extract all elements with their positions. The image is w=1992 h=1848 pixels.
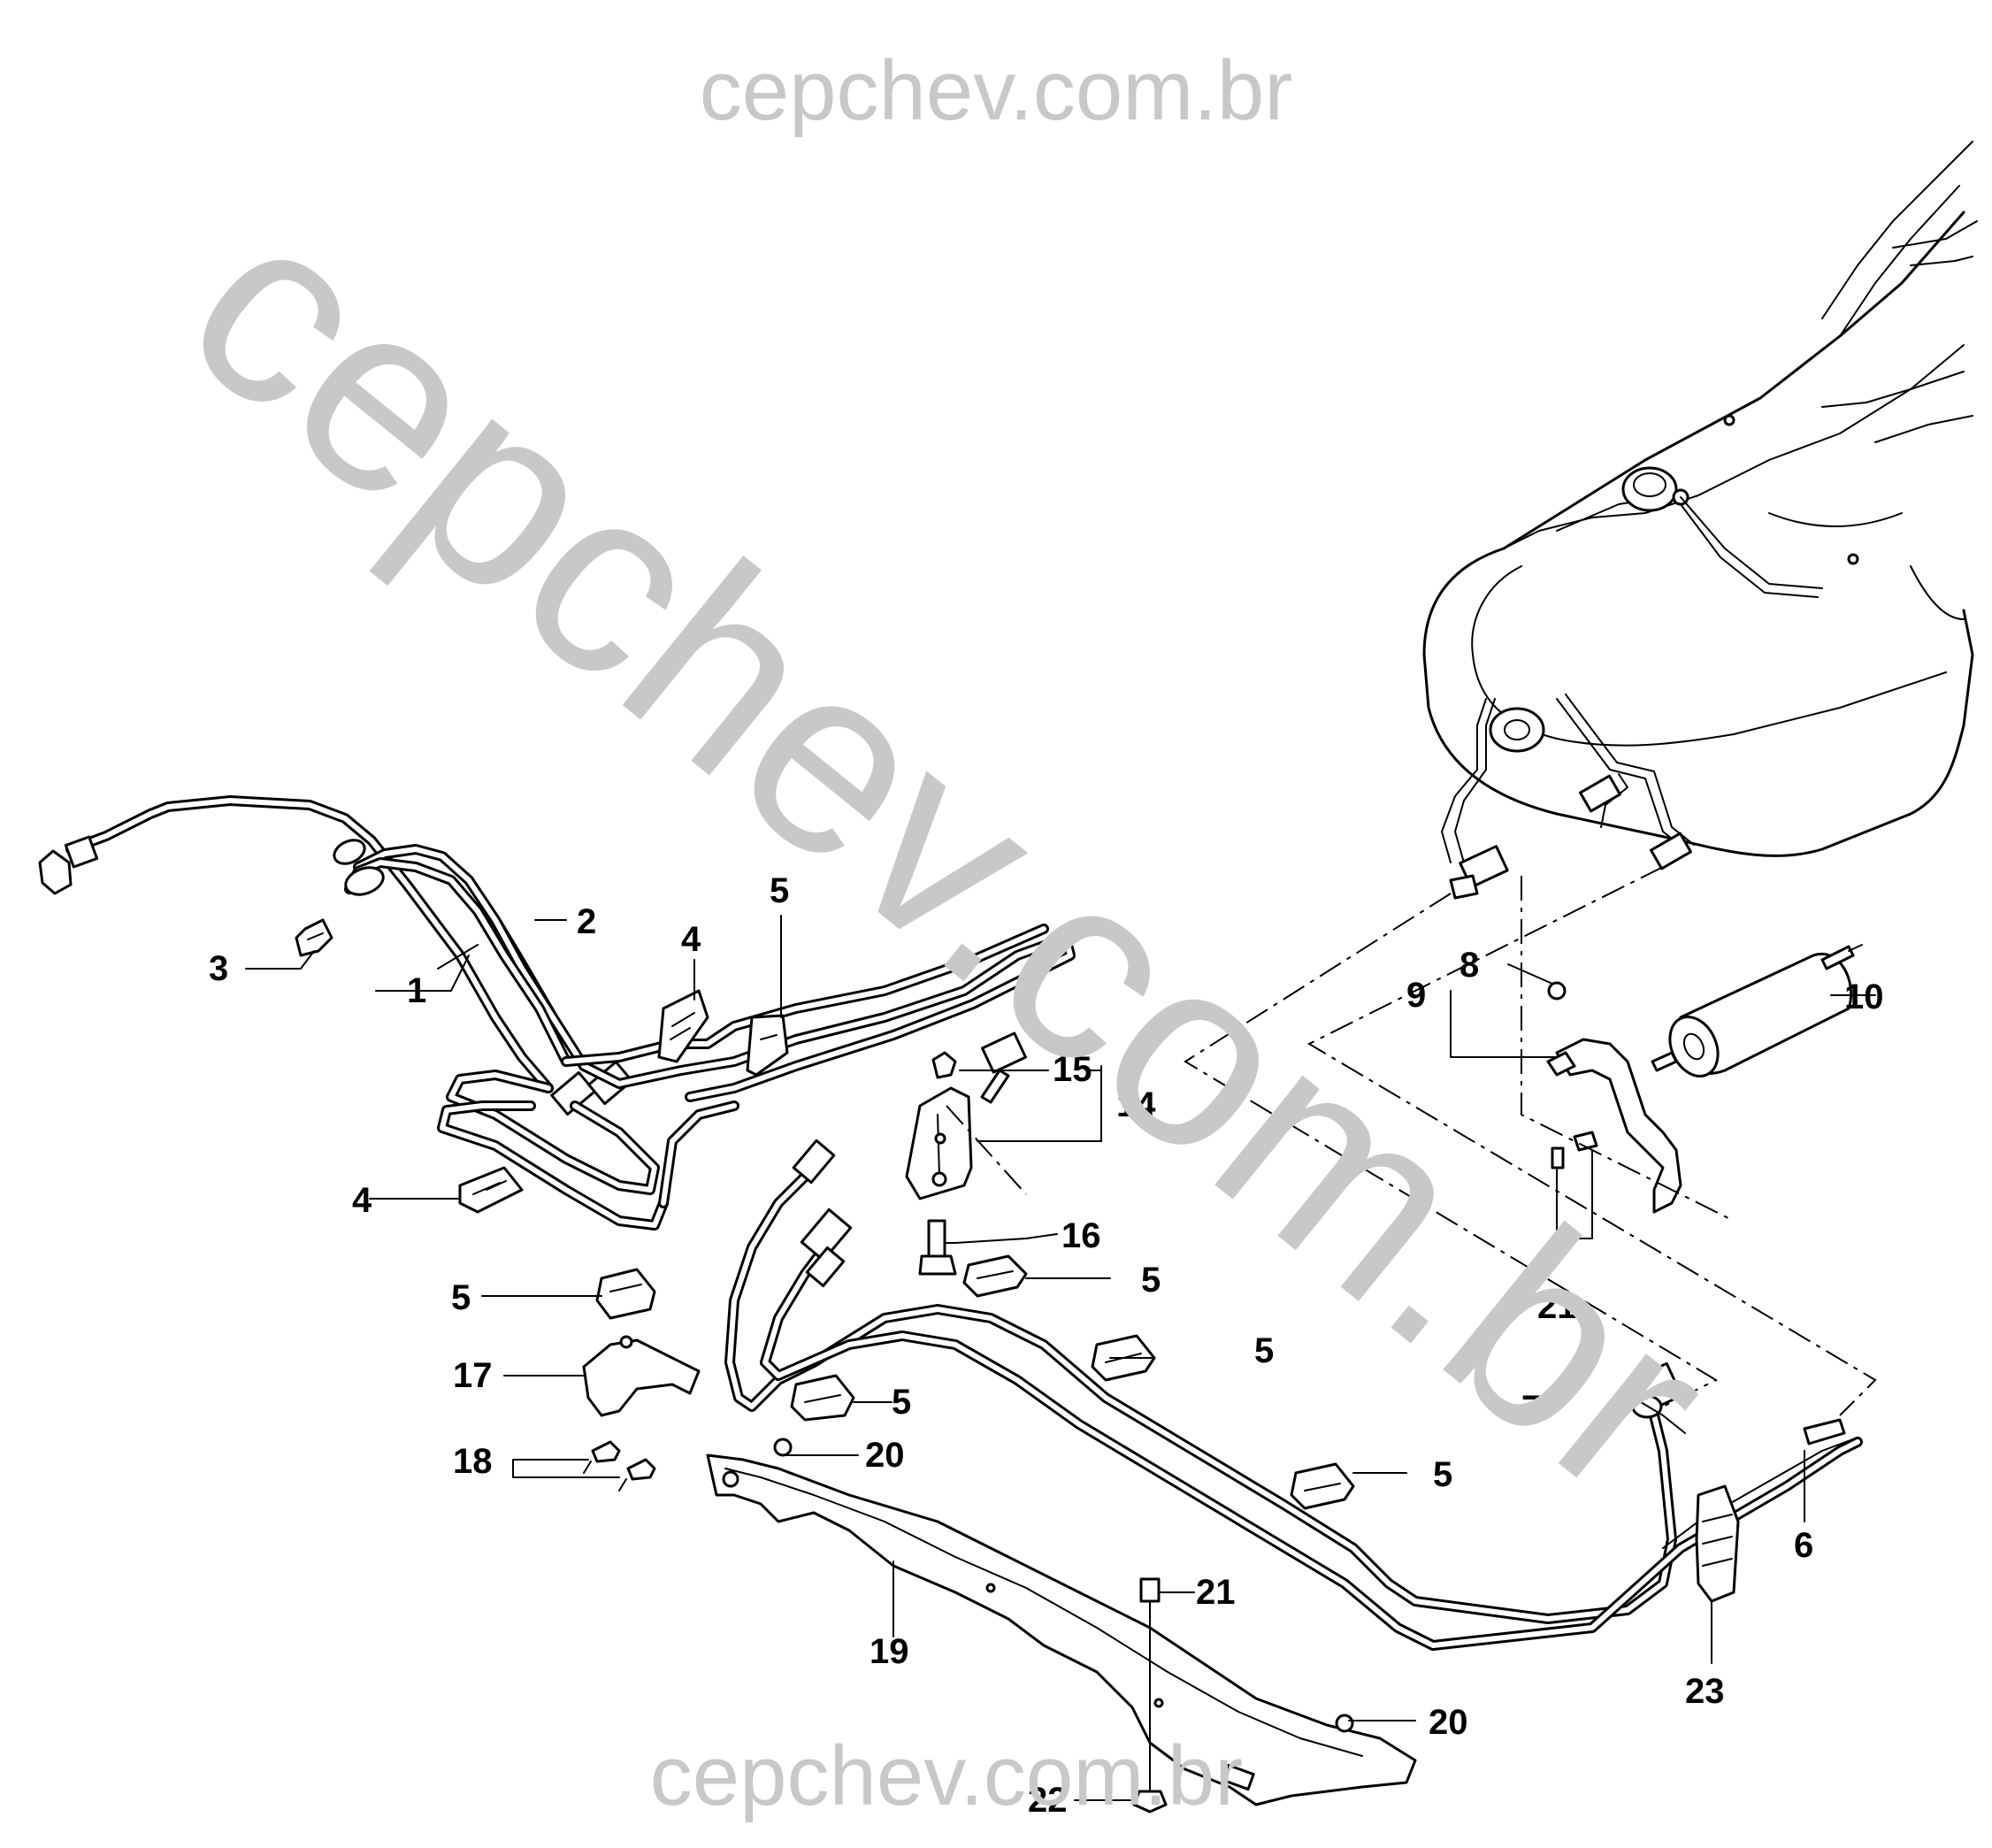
clip-5-upper [746,1014,789,1077]
fuel-tank [1422,141,1978,900]
callout-2: 2 [577,902,596,941]
callout-16: 16 [1061,1216,1101,1255]
callout-5-right: 5 [1433,1455,1452,1494]
callout-22: 22 [1028,1781,1068,1820]
assembly-dash-lines [946,866,1877,1416]
shield-19 [706,1438,1417,1813]
callout-21-shield: 21 [1196,1573,1236,1612]
callout-5-upper: 5 [770,871,789,910]
callout-17: 17 [453,1356,493,1395]
callout-4-upper: 4 [681,920,701,959]
clips [458,989,1740,1603]
callout-18: 18 [453,1442,493,1481]
watermark-bottom: cepchev.com.br [650,1729,1244,1823]
watermark-top: cepchev.com.br [700,43,1293,138]
clip-5-low [790,1374,855,1422]
callout-20-left: 20 [865,1436,905,1475]
callout-5-mid1: 5 [1141,1261,1161,1300]
callout-15: 15 [1053,1050,1092,1089]
clip-23 [1695,1484,1740,1603]
callout-19: 19 [870,1632,909,1671]
fuel-filter-10 [1651,944,1863,1077]
callout-20-right: 20 [1429,1703,1468,1742]
callout-7: 7 [1521,1389,1541,1428]
callout-4-lower: 4 [352,1181,372,1220]
callout-10: 10 [1844,978,1884,1016]
bracket-17 [582,1335,701,1491]
callout-9: 9 [1406,976,1426,1015]
clip-5-left [595,1268,656,1320]
clip-5-right [1290,1462,1355,1510]
long-fuel-lines [724,1139,1863,1651]
callout-5-mid2: 5 [1254,1331,1274,1370]
callout-6: 6 [1794,1526,1813,1565]
fuel-tube-1-2 [38,795,633,1116]
callout-3: 3 [209,949,228,988]
callout-5-low: 5 [892,1383,911,1422]
filter-bracket-9 [1546,981,1682,1214]
leader-lines [245,915,1876,1801]
loop-line-bundle [437,924,1076,1231]
clip-4-upper [657,989,709,1063]
callout-14: 14 [1116,1085,1156,1124]
callout-1: 1 [407,971,426,1010]
callout-5-left: 5 [451,1278,471,1317]
callout-21-bracket: 21 [1537,1287,1577,1326]
clip-5-mid1 [962,1254,1028,1298]
callout-numbers: 1 2 3 4 4 5 5 5 5 5 5 6 7 8 9 10 14 15 1… [209,871,1884,1820]
callout-8: 8 [1460,946,1479,985]
callout-23: 23 [1685,1672,1725,1711]
clip-4-lower [458,1166,524,1214]
